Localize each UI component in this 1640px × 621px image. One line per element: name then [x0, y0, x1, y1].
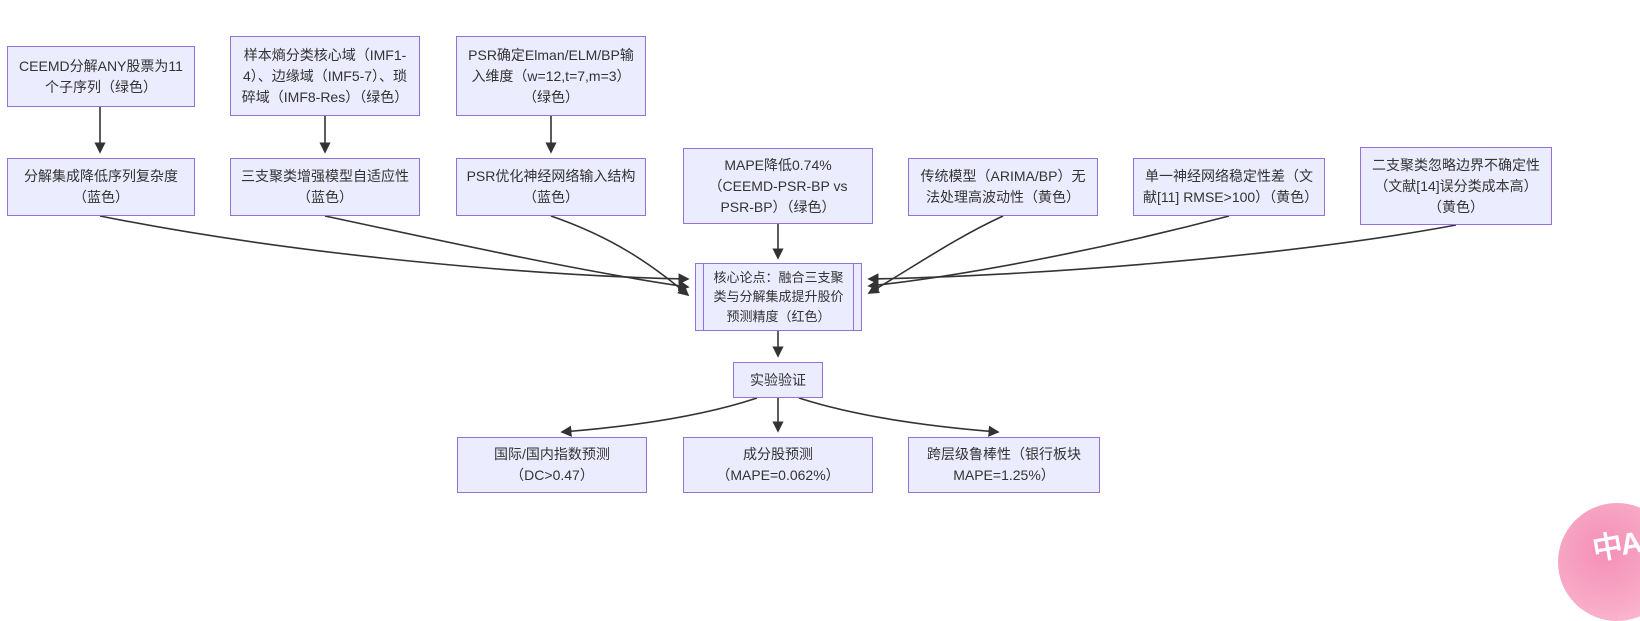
- node-threeway: 三支聚类增强模型自适应性（蓝色）: [230, 158, 420, 216]
- edge-decompose-core: [99, 215, 690, 285]
- node-robustness: 跨层级鲁棒性（银行板块 MAPE=1.25%）: [908, 437, 1100, 493]
- node-ceemd: CEEMD分解ANY股票为11个子序列（绿色）: [7, 46, 195, 107]
- flowchart-canvas: { "diagram": { "colors": { "node_fill": …: [7, 36, 1640, 621]
- node-threeway-label: 三支聚类增强模型自适应性（蓝色）: [241, 168, 409, 205]
- node-psr: PSR确定Elman/ELM/BP输入维度（w=12,t=7,m=3）（绿色）: [456, 36, 646, 116]
- edge-psropt-core: [550, 215, 690, 297]
- edge-traditional-core: [867, 215, 1004, 294]
- node-traditional-label: 传统模型（ARIMA/BP）无法处理高波动性（黄色）: [920, 168, 1086, 205]
- node-singlenn-label: 单一神经网络稳定性差（文献[11] RMSE>100）（黄色）: [1143, 168, 1319, 205]
- node-mape-label: MAPE降低0.74%（CEEMD-PSR-BP vs PSR-BP）（绿色）: [708, 156, 848, 215]
- node-decompose-label: 分解集成降低序列复杂度（蓝色）: [24, 168, 178, 205]
- node-constituent-pred: 成分股预测（MAPE=0.062%）: [683, 437, 873, 493]
- node-twoway-label: 二支聚类忽略边界不确定性（文献[14]误分类成本高）（黄色）: [1372, 156, 1540, 215]
- node-experiment: 实验验证: [733, 362, 823, 398]
- node-mape: MAPE降低0.74%（CEEMD-PSR-BP vs PSR-BP）（绿色）: [683, 148, 873, 224]
- edge-experiment-robustness: [798, 397, 1000, 437]
- node-psr-label: PSR确定Elman/ELM/BP输入维度（w=12,t=7,m=3）（绿色）: [468, 46, 634, 105]
- edge-threeway-core: [324, 215, 690, 292]
- edge-experiment-index_pred: [560, 397, 758, 437]
- node-core: 核心论点：融合三支聚类与分解集成提升股价预测精度（红色）: [695, 263, 862, 331]
- node-traditional: 传统模型（ARIMA/BP）无法处理高波动性（黄色）: [908, 158, 1098, 216]
- node-robustness-label: 跨层级鲁棒性（银行板块 MAPE=1.25%）: [927, 446, 1081, 483]
- node-core-label: 核心论点：融合三支聚类与分解集成提升股价预测精度（红色）: [713, 269, 844, 324]
- translate-watermark-badge[interactable]: 中A: [1558, 503, 1640, 621]
- node-psropt: PSR优化神经网络输入结构（蓝色）: [456, 158, 646, 216]
- node-entropy-label: 样本熵分类核心域（IMF1-4）、边缘域（IMF5-7）、琐碎域（IMF8-Re…: [241, 46, 409, 105]
- node-entropy: 样本熵分类核心域（IMF1-4）、边缘域（IMF5-7）、琐碎域（IMF8-Re…: [230, 36, 420, 116]
- node-twoway: 二支聚类忽略边界不确定性（文献[14]误分类成本高）（黄色）: [1360, 147, 1552, 225]
- node-ceemd-label: CEEMD分解ANY股票为11个子序列（绿色）: [19, 57, 183, 95]
- node-psropt-label: PSR优化神经网络输入结构（蓝色）: [466, 168, 636, 205]
- node-experiment-label: 实验验证: [750, 371, 806, 388]
- node-index-pred: 国际/国内指数预测（DC>0.47）: [457, 437, 647, 493]
- node-index-pred-label: 国际/国内指数预测（DC>0.47）: [494, 446, 610, 483]
- edge-twoway-core: [867, 224, 1457, 285]
- node-constituent-pred-label: 成分股预测（MAPE=0.062%）: [716, 446, 840, 483]
- translate-icon: 中A: [1590, 526, 1640, 567]
- edge-singlenn-core: [867, 215, 1230, 291]
- node-decompose: 分解集成降低序列复杂度（蓝色）: [7, 158, 195, 216]
- node-singlenn: 单一神经网络稳定性差（文献[11] RMSE>100）（黄色）: [1133, 158, 1325, 216]
